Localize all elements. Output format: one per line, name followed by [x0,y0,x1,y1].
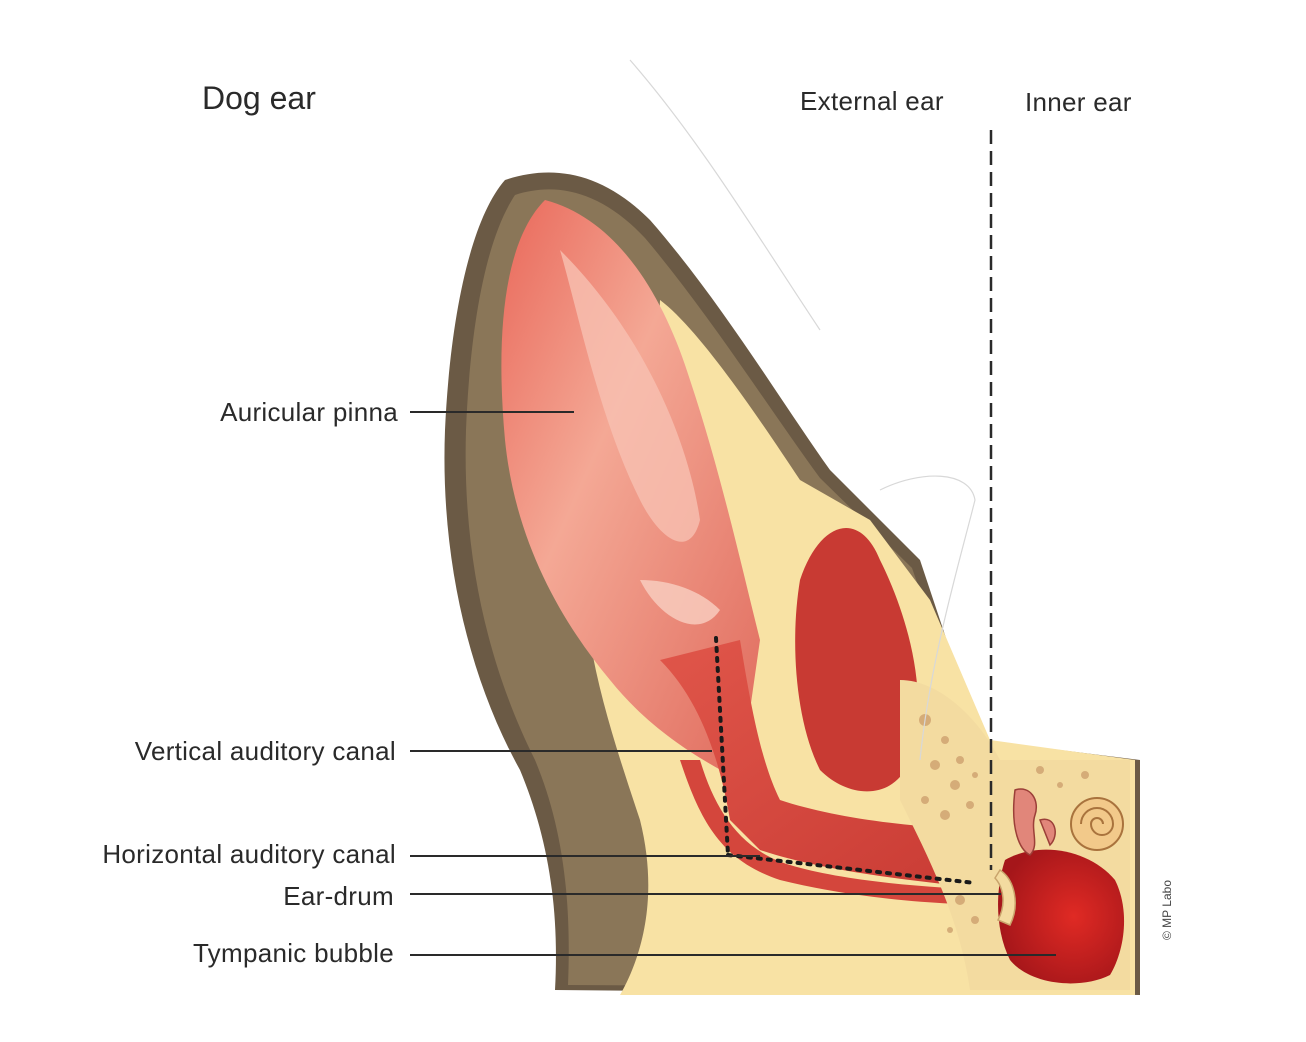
cochlea [1070,797,1124,851]
diagram-title: Dog ear [202,80,316,116]
label-tympanic-bubble: Tympanic bubble [192,938,394,968]
eardrum-shape [994,868,1016,926]
leader-lines [410,411,1056,956]
canal-cavity [795,527,919,792]
tympanic-bubble-shape [998,849,1125,984]
pinna-skin [501,200,760,780]
ossicles [1012,788,1056,856]
label-ear-drum: Ear-drum [283,881,394,911]
label-horizontal-auditory-canal: Horizontal auditory canal [102,839,396,869]
label-auricular-pinna: Auricular pinna [220,397,398,427]
region-label-external-ear: External ear [800,86,944,116]
region-label-inner-ear: Inner ear [1025,87,1132,117]
canal-dotted-path [714,636,977,885]
label-vertical-auditory-canal: Vertical auditory canal [134,736,396,766]
copyright-notice: © MP Labo [1160,880,1174,940]
